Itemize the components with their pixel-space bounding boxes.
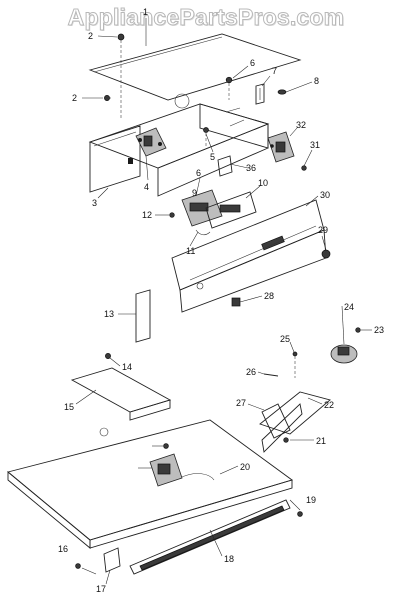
switch-32 [267,131,295,163]
screw-6-upper [225,76,233,100]
clip-8 [277,89,287,95]
trim-13 [135,289,151,343]
wire-11 [195,229,211,236]
callout-28: 28 [264,291,274,301]
callout-5: 5 [210,152,215,162]
front-rail-18 [129,499,291,575]
callout-22: 22 [324,400,334,410]
callout-12: 12 [142,210,152,220]
callout-31: 31 [310,140,320,150]
screw-31 [301,165,307,171]
screw-19 [297,511,303,517]
screw-5 [203,127,209,148]
small-plate-36 [217,155,233,177]
callout-30: 30 [320,190,330,200]
arm-27 [261,403,291,439]
callout-24: 24 [344,302,354,312]
clip-28 [231,297,241,307]
callout-labels: 1 2 2 3 4 5 6 6 7 8 9 10 11 12 13 14 15 … [58,7,384,594]
callout-21: 21 [316,436,326,446]
control-board-9 [181,189,223,227]
bracket-22 [259,391,331,453]
side-panel [89,125,141,193]
callout-13: 13 [104,309,114,319]
screw-12 [169,212,175,218]
screw-25 [292,351,298,378]
callout-36: 36 [246,163,256,173]
bottom-panel-20 [7,419,293,549]
callout-1: 1 [143,7,148,17]
callout-14: 14 [122,362,132,372]
callout-23: 23 [374,325,384,335]
callout-7: 7 [272,66,277,76]
callout-26: 26 [246,367,256,377]
switch-33 [149,453,183,487]
knob-29 [321,249,331,259]
control-housing [88,93,270,197]
end-cap-17 [103,547,121,573]
relay-switch [135,127,167,157]
callout-15: 15 [64,402,74,412]
callout-17: 17 [96,584,106,594]
control-board-10 [205,191,257,229]
screw-34 [163,443,169,449]
valve-24 [330,344,358,364]
callout-3: 3 [92,198,97,208]
callout-2-top: 2 [88,31,93,41]
callout-29: 29 [318,225,328,235]
callout-27: 27 [236,398,246,408]
callout-9: 9 [192,188,197,198]
callout-16: 16 [58,544,68,554]
screw-2-top [117,33,125,120]
callout-6-lower: 6 [196,168,201,178]
callout-4: 4 [144,182,149,192]
callout-25: 25 [280,334,290,344]
top-cover-panel [88,33,302,101]
callout-18: 18 [224,554,234,564]
pin-26 [263,373,279,377]
callout-19: 19 [306,495,316,505]
screw-16 [75,563,81,569]
callout-32: 32 [296,120,306,130]
callout-10: 10 [258,178,268,188]
callout-11: 11 [186,246,195,256]
callout-6-upper: 6 [250,58,255,68]
callout-20: 20 [240,462,250,472]
screw-2-side [104,95,111,101]
leader-lines [75,18,372,585]
clip-21 [283,437,289,443]
callout-8: 8 [314,76,319,86]
callout-2-side: 2 [72,93,77,103]
screw-23 [355,327,361,333]
watermark: AppliancePartsPros.com [67,4,345,31]
screw-14 [105,353,111,359]
rail-15 [70,367,172,421]
mounting-bracket [255,83,265,105]
